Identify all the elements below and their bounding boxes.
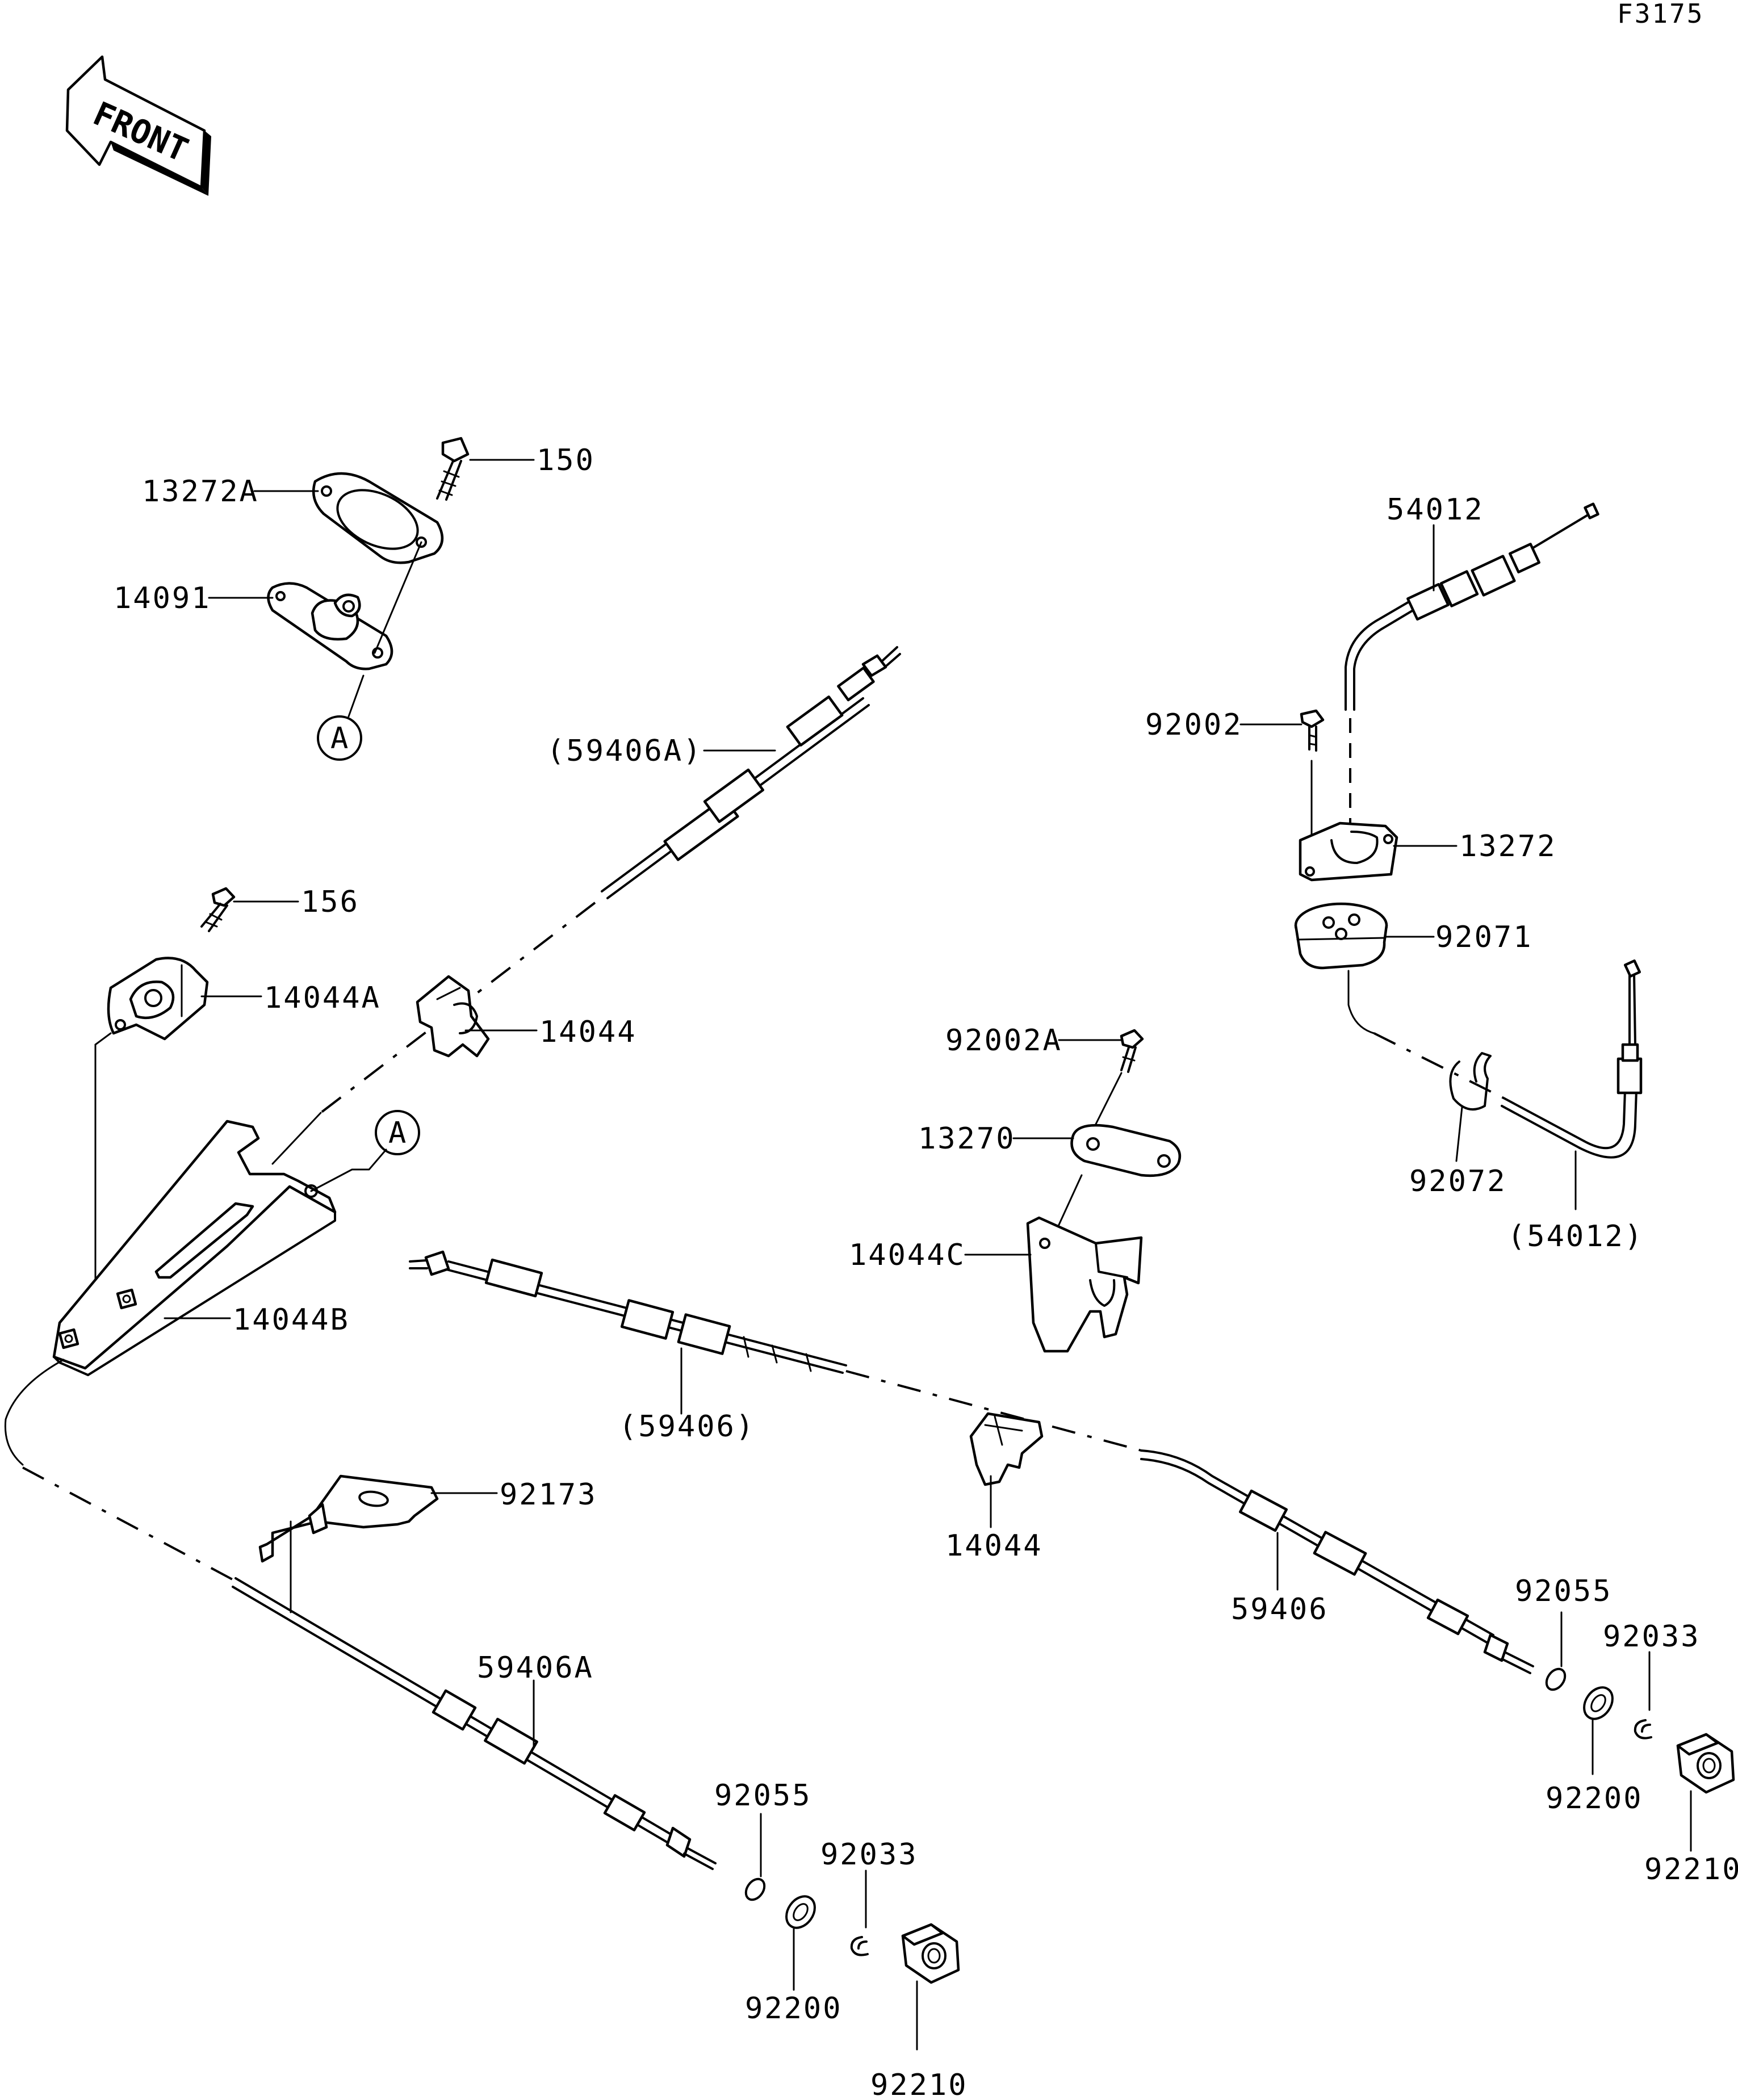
bolt-150 xyxy=(436,437,470,501)
label-92002A: 92002A xyxy=(945,1024,1062,1058)
label-92173: 92173 xyxy=(500,1478,597,1512)
bracket-14044C xyxy=(1026,1216,1143,1353)
lockwasher-92033-right xyxy=(1634,1719,1652,1739)
label-92033-right: 92033 xyxy=(1603,1620,1701,1654)
washer-92200-left xyxy=(785,1895,816,1929)
label-92055-left: 92055 xyxy=(714,1779,812,1813)
grommet-92071 xyxy=(1294,902,1388,970)
label-59406A: 59406A xyxy=(477,1651,594,1685)
ref-marker-a-top: A xyxy=(317,715,362,761)
label-14044B: 14044B xyxy=(233,1303,350,1337)
nut-92210-right xyxy=(1676,1733,1735,1794)
bolt-92002 xyxy=(1300,709,1325,752)
label-13272: 13272 xyxy=(1459,829,1557,864)
cable-59406A-lower xyxy=(232,1577,717,1870)
figure-code: F3175 xyxy=(1617,0,1704,29)
lockwasher-92033-left xyxy=(850,1936,869,1956)
oring-92055-right xyxy=(1545,1667,1567,1691)
label-59406-ref: (59406) xyxy=(619,1410,755,1444)
label-14044A: 14044A xyxy=(264,981,381,1015)
bolt-92002A xyxy=(1120,1029,1144,1073)
label-150: 150 xyxy=(537,443,595,477)
clamp-14044A xyxy=(107,957,209,1041)
plate-13270 xyxy=(1070,1124,1182,1177)
label-92200-right: 92200 xyxy=(1546,1782,1643,1816)
front-arrow-icon: FRONT xyxy=(65,55,211,196)
label-92002: 92002 xyxy=(1145,708,1243,742)
label-14044-upper: 14044 xyxy=(539,1015,637,1049)
label-54012: 54012 xyxy=(1387,493,1484,527)
label-92055-right: 92055 xyxy=(1515,1574,1613,1608)
oring-92055-left xyxy=(744,1877,766,1901)
cable-54012-upper xyxy=(1345,502,1599,711)
washer-92200-right xyxy=(1583,1686,1614,1720)
label-13270: 13270 xyxy=(918,1122,1016,1156)
label-14044-lower: 14044 xyxy=(945,1529,1043,1563)
gasket-13272 xyxy=(1299,821,1398,882)
label-92200-left: 92200 xyxy=(745,1992,843,2026)
label-92033-left: 92033 xyxy=(820,1838,918,1872)
nut-92210-left xyxy=(901,1923,960,1984)
ref-marker-a-middle: A xyxy=(375,1110,420,1155)
bolt-156 xyxy=(200,887,236,932)
cable-59406A-upper xyxy=(601,646,901,899)
label-92210-left: 92210 xyxy=(870,2068,968,2100)
label-14044C: 14044C xyxy=(849,1238,966,1272)
cable-59406-lower xyxy=(1140,1449,1534,1674)
label-13272A: 13272A xyxy=(142,475,259,509)
label-54012-ref: (54012) xyxy=(1507,1219,1644,1254)
label-92072: 92072 xyxy=(1409,1164,1507,1198)
cable-54012-lower xyxy=(1501,959,1643,1159)
cable-59406-upper xyxy=(409,1250,847,1374)
svg-text:A: A xyxy=(330,722,350,756)
gasket-13272A xyxy=(312,472,444,564)
clip-14044-upper xyxy=(416,975,490,1058)
clip-92072 xyxy=(1449,1052,1492,1111)
label-92210-right: 92210 xyxy=(1644,1852,1738,1887)
label-59406: 59406 xyxy=(1231,1592,1329,1627)
label-92071: 92071 xyxy=(1435,920,1533,954)
plate-14091 xyxy=(267,582,393,670)
label-156: 156 xyxy=(301,885,359,919)
bracket-14044B xyxy=(52,1120,337,1376)
clip-14044-lower xyxy=(969,1412,1044,1486)
svg-text:A: A xyxy=(388,1116,408,1150)
label-14091: 14091 xyxy=(114,581,211,615)
label-59406A-ref: (59406A) xyxy=(547,734,702,768)
bracket-92173 xyxy=(258,1474,439,1563)
